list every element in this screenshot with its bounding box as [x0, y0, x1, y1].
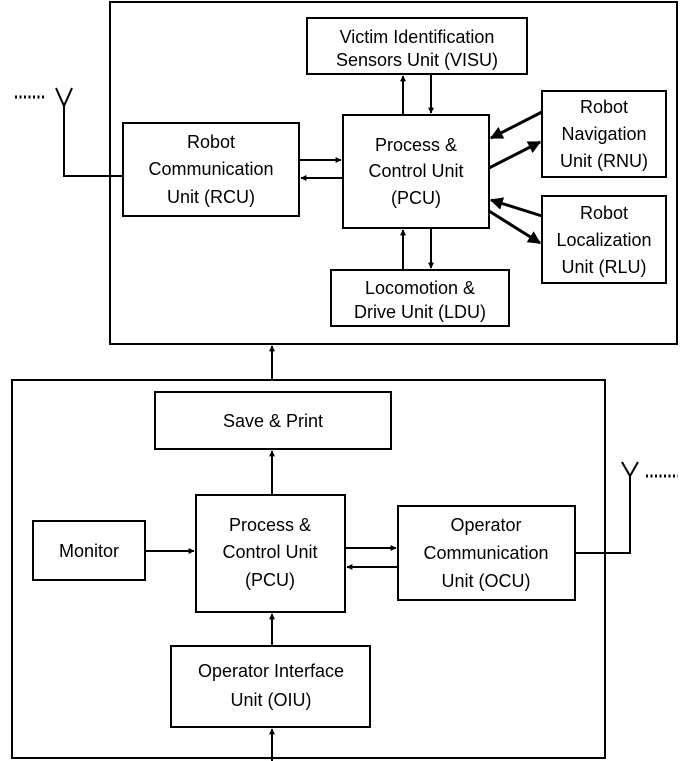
save-print-block: Save & Print — [154, 391, 392, 450]
ocu-label-line1: Operator — [450, 515, 521, 535]
rnu-label-line3: Unit (RNU) — [560, 151, 648, 171]
rnu-label-line2: Navigation — [561, 124, 646, 144]
operator-pcu-label-line1: Process & — [229, 515, 311, 535]
operator-pcu-label-line2: Control Unit — [222, 542, 317, 562]
rlu-label-line2: Localization — [556, 230, 651, 250]
ldu-block: Locomotion & Drive Unit (LDU) — [330, 269, 510, 327]
robot-connections — [299, 74, 543, 270]
rnu-label-line1: Robot — [580, 97, 628, 117]
robot-antenna-icon — [15, 87, 123, 177]
robot-pcu-label-line1: Process & — [375, 135, 457, 155]
oiu-label-line1: Operator Interface — [198, 661, 344, 681]
rcu-label-line3: Unit (RCU) — [167, 187, 255, 207]
visu-block: Victim Identification Sensors Unit (VISU… — [306, 17, 528, 75]
arrow-rnu-to-pcu — [489, 110, 543, 140]
ldu-label-line2: Drive Unit (LDU) — [354, 302, 486, 322]
rlu-label-line1: Robot — [580, 203, 628, 223]
ocu-label-line2: Communication — [423, 543, 548, 563]
operator-connections — [145, 450, 398, 761]
arrow-rlu-to-pcu — [489, 197, 543, 218]
rlu-block: Robot Localization Unit (RLU) — [541, 195, 667, 284]
operator-pcu-label-line3: (PCU) — [245, 570, 295, 590]
oiu-label-line2: Unit (OIU) — [231, 690, 312, 710]
robot-pcu-label-line3: (PCU) — [391, 188, 441, 208]
robot-pcu-block: Process & Control Unit (PCU) — [342, 114, 490, 229]
rnu-block: Robot Navigation Unit (RNU) — [541, 90, 667, 178]
arrow-pcu-to-rlu — [488, 209, 542, 245]
arrow-pcu-to-rnu — [488, 140, 542, 170]
monitor-label: Monitor — [59, 541, 119, 561]
operator-station-frame — [11, 379, 606, 759]
oiu-block: Operator Interface Unit (OIU) — [170, 645, 371, 728]
ocu-block: Operator Communication Unit (OCU) — [397, 505, 576, 601]
ocu-label-line3: Unit (OCU) — [442, 571, 531, 591]
rcu-block: Robot Communication Unit (RCU) — [122, 122, 300, 217]
visu-label-line2: Sensors Unit (VISU) — [336, 50, 498, 70]
operator-pcu-block: Process & Control Unit (PCU) — [195, 494, 346, 613]
visu-label-line1: Victim Identification — [340, 27, 495, 47]
monitor-block: Monitor — [32, 520, 146, 581]
ldu-label-line1: Locomotion & — [365, 278, 475, 298]
rlu-label-line3: Unit (RLU) — [561, 257, 646, 277]
rcu-label-line1: Robot — [187, 132, 235, 152]
robot-system-frame — [109, 1, 678, 345]
save-print-label: Save & Print — [223, 411, 323, 431]
rcu-label-line2: Communication — [148, 159, 273, 179]
robot-pcu-label-line2: Control Unit — [368, 161, 463, 181]
operator-antenna-icon — [575, 461, 678, 554]
